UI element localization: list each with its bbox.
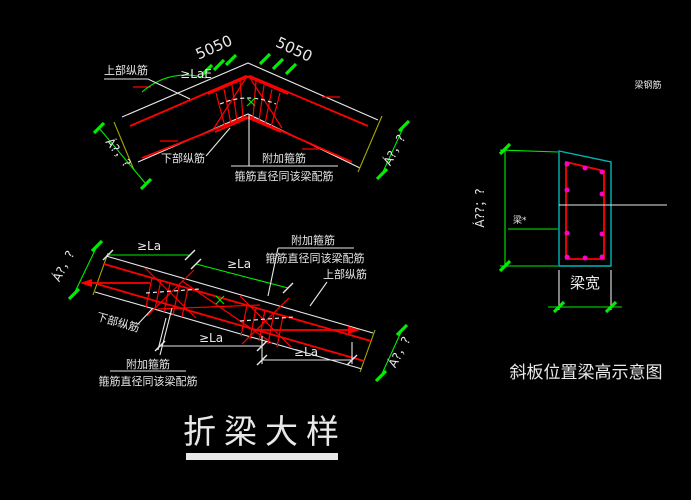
beam-section-detail: Á??；? 梁* 梁宽 梁钢筋 斜板位置梁高示意图 xyxy=(472,79,667,383)
added-stirrup-label: 附加箍筋 xyxy=(126,357,170,371)
added-stirrup-label: 附加箍筋 xyxy=(262,151,306,165)
end-dim-text: Á?，? xyxy=(380,132,409,168)
dim-5050-left: 5050 xyxy=(193,31,235,63)
beam-width-dim: 梁宽 xyxy=(548,270,622,314)
stirrup-note-label: 箍筋直径同该梁配筋 xyxy=(266,251,365,265)
sloped-label-top-bars: 上部纵筋 xyxy=(309,267,367,307)
dim-la: ≥La xyxy=(199,331,223,345)
end-dim-text: Á?，? xyxy=(49,248,78,284)
ridge-end-dim-right: Á?，? xyxy=(375,119,411,181)
sloped-beam-rebar xyxy=(80,263,372,362)
ridge-crack-marks xyxy=(219,97,277,105)
end-dim-text: Á?，? xyxy=(385,334,414,370)
sloped-dim-la-4: ≥La xyxy=(256,342,358,366)
ridge-label-top-bars: 上部纵筋 xyxy=(104,63,191,100)
section-caption: 斜板位置梁高示意图 xyxy=(510,363,663,383)
added-bar-arrow-left xyxy=(80,279,150,287)
sloped-dim-la-2: ≥La xyxy=(190,257,294,294)
ridge-beam-rebar xyxy=(129,75,369,163)
beam-rebar-label: 梁钢筋 xyxy=(634,79,661,91)
dim-la: ≥La xyxy=(137,239,161,253)
sloped-beam-cut-lines xyxy=(92,252,376,373)
sloped-label-bottom-bars: 下部纵筋 xyxy=(95,307,154,335)
section-rebar-dots xyxy=(564,161,605,261)
added-stirrup-label: 附加箍筋 xyxy=(291,233,335,247)
sloped-dim-la-1: ≥La xyxy=(102,239,196,261)
sloped-beam-detail: ≥La ≥La ≥La ≥La Á?，? xyxy=(49,233,414,388)
added-bar-arrow-right xyxy=(258,326,360,334)
title-underline xyxy=(186,453,338,460)
beam-mark-label: 梁* xyxy=(508,214,558,230)
ridge-beam-detail: 5050 5050 ≥LaE Á?，? Á?，? 上部纵筋 xyxy=(92,31,411,191)
sloped-beam-outline xyxy=(94,255,374,370)
ridge-label-added-stirrups: 附加箍筋 箍筋直径同该梁配筋 xyxy=(231,115,338,183)
ridge-label-bottom-bars: 下部纵筋 xyxy=(161,127,231,165)
stirrup-note-label: 箍筋直径同该梁配筋 xyxy=(235,169,334,183)
top-bars-label: 上部纵筋 xyxy=(104,63,148,77)
sloped-end-dim-right: Á?，? xyxy=(374,323,414,383)
drawing-title-block: 折梁大样 xyxy=(183,412,347,460)
dim-la: ≥La xyxy=(294,345,318,359)
crack-marks-2 xyxy=(239,316,295,322)
stirrup-note-label: 箍筋直径同该梁配筋 xyxy=(99,374,198,388)
ridge-dim-lae: ≥LaE xyxy=(141,67,212,93)
section-concrete-outline xyxy=(558,150,612,267)
beam-width-text: 梁宽 xyxy=(570,274,600,292)
bottom-bars-label: 下部纵筋 xyxy=(161,151,205,165)
sloped-dim-la-3: ≥La xyxy=(154,317,268,352)
bottom-bars-label: 下部纵筋 xyxy=(95,309,141,335)
ridge-dim-5050-right: 5050 xyxy=(258,33,315,76)
beam-mark-text: 梁* xyxy=(513,214,527,226)
crack-marks-1 xyxy=(145,288,201,294)
drawing-title: 折梁大样 xyxy=(183,412,347,451)
dim-la: ≥La xyxy=(227,257,251,271)
section-height-text: Á??；? xyxy=(472,188,487,227)
section-stirrup xyxy=(565,160,605,260)
top-bars-label: 上部纵筋 xyxy=(323,267,367,281)
section-height-dim: Á??；? xyxy=(472,142,559,273)
ridge-end-dim-left: Á?，? xyxy=(92,121,153,191)
sloped-label-added-stirrups-bottom: 附加箍筋 箍筋直径同该梁配筋 xyxy=(99,307,198,388)
sloped-end-dim-left: Á?，? xyxy=(49,239,104,301)
dim-lae: ≥LaE xyxy=(180,67,212,81)
sloped-label-added-stirrups-top: 附加箍筋 箍筋直径同该梁配筋 xyxy=(266,233,365,297)
ridge-beam-cut-lines xyxy=(113,115,383,173)
ridge-center-mark xyxy=(246,97,256,107)
beam-center-mark xyxy=(215,295,225,305)
